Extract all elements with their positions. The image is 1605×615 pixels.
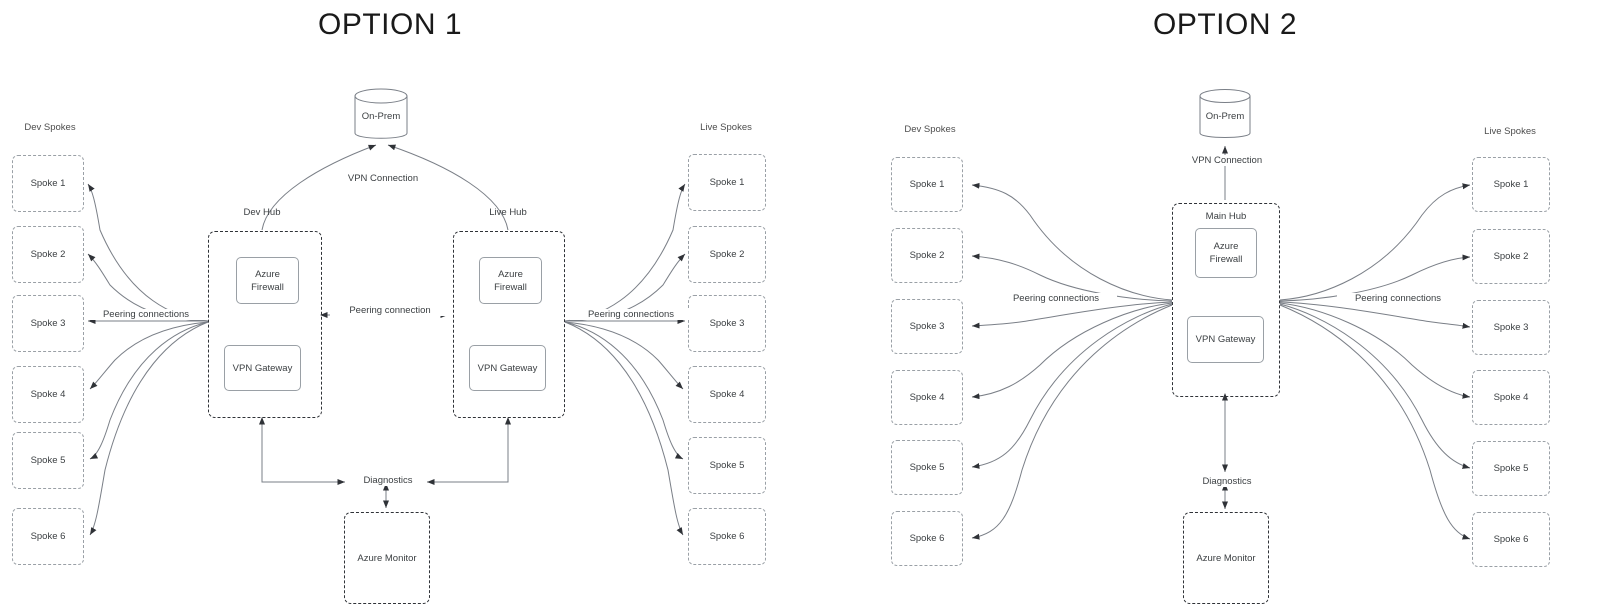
o2-live-spoke-2[interactable]: Spoke 2 <box>1472 229 1550 284</box>
o1-peering-connections-right-label: Peering connections <box>570 309 692 320</box>
o1-live-spoke-2-label: Spoke 2 <box>709 249 745 260</box>
o2-live-spoke-3-label: Spoke 3 <box>1493 322 1529 333</box>
o1-dev-hub[interactable] <box>208 231 322 418</box>
o1-live-hub-vpn-gateway-label: VPN Gateway <box>477 362 538 374</box>
o1-dev-spoke-3[interactable]: Spoke 3 <box>12 295 84 352</box>
option2-live-spokes-header: Live Spokes <box>1484 126 1536 137</box>
option2-dev-spokes-header: Dev Spokes <box>904 124 956 135</box>
o2-main-hub-vpn-gateway-label: VPN Gateway <box>1195 334 1256 345</box>
option1-live-spokes-header: Live Spokes <box>700 122 752 133</box>
o1-dev-spoke-4[interactable]: Spoke 4 <box>12 366 84 423</box>
option2-title: OPTION 2 <box>1152 8 1298 41</box>
o2-peering-connections-right-label: Peering connections <box>1337 293 1459 304</box>
o2-live-spoke-3[interactable]: Spoke 3 <box>1472 300 1550 355</box>
o2-live-spoke-1-label: Spoke 1 <box>1493 179 1529 190</box>
o2-live-spoke-6[interactable]: Spoke 6 <box>1472 512 1550 567</box>
o1-live-spoke-6[interactable]: Spoke 6 <box>688 508 766 565</box>
o1-live-peering-edges <box>564 183 686 536</box>
o1-live-hub-vpn-gateway[interactable]: VPN Gateway <box>469 345 546 391</box>
o2-dev-spoke-1-label: Spoke 1 <box>909 179 945 190</box>
o2-live-spoke-6-label: Spoke 6 <box>1493 534 1529 545</box>
o1-dev-spoke-5[interactable]: Spoke 5 <box>12 432 84 489</box>
o2-live-spoke-1[interactable]: Spoke 1 <box>1472 157 1550 212</box>
o1-dev-spoke-3-label: Spoke 3 <box>30 318 66 329</box>
o1-azure-monitor-label: Azure Monitor <box>357 552 417 564</box>
o1-dev-spoke-1[interactable]: Spoke 1 <box>12 155 84 212</box>
o1-live-hub-firewall-label: Azure Firewall <box>494 268 527 293</box>
o2-vpn-connection-label: VPN Connection <box>1178 155 1276 166</box>
o2-diagnostics-label: Diagnostics <box>1189 476 1265 487</box>
o2-live-spoke-2-label: Spoke 2 <box>1493 251 1529 262</box>
o1-dev-hub-firewall[interactable]: Azure Firewall <box>236 257 299 304</box>
o2-onprem-label: On-Prem <box>1205 111 1245 122</box>
o1-live-spoke-4-label: Spoke 4 <box>709 389 745 400</box>
o1-live-spoke-6-label: Spoke 6 <box>709 531 745 542</box>
o2-dev-spoke-2-label: Spoke 2 <box>909 250 945 261</box>
o2-live-spoke-4[interactable]: Spoke 4 <box>1472 370 1550 425</box>
o1-live-spoke-3-label: Spoke 3 <box>709 318 745 329</box>
o1-dev-spoke-5-label: Spoke 5 <box>30 455 66 466</box>
o2-dev-spoke-5[interactable]: Spoke 5 <box>891 440 963 495</box>
o1-vpn-connection-label: VPN Connection <box>334 173 432 184</box>
o1-dev-spoke-2[interactable]: Spoke 2 <box>12 226 84 283</box>
o1-dev-hub-label: Dev Hub <box>243 207 281 218</box>
o1-dev-hub-firewall-label: Azure Firewall <box>251 268 284 293</box>
o2-main-hub-vpn-gateway[interactable]: VPN Gateway <box>1187 316 1264 363</box>
o1-live-hub[interactable] <box>453 231 565 418</box>
o1-live-spoke-2[interactable]: Spoke 2 <box>688 226 766 283</box>
o1-dev-spoke-4-label: Spoke 4 <box>30 389 66 400</box>
o2-dev-spoke-6[interactable]: Spoke 6 <box>891 511 963 566</box>
o2-azure-monitor-label: Azure Monitor <box>1196 552 1256 564</box>
o1-dev-spoke-6-label: Spoke 6 <box>30 531 66 542</box>
o2-live-spoke-5[interactable]: Spoke 5 <box>1472 441 1550 496</box>
o2-azure-monitor[interactable]: Azure Monitor <box>1183 512 1269 604</box>
o1-live-spoke-5[interactable]: Spoke 5 <box>688 437 766 494</box>
o1-dev-hub-vpn-gateway[interactable]: VPN Gateway <box>224 345 301 391</box>
o2-live-spoke-4-label: Spoke 4 <box>1493 392 1529 403</box>
o1-dev-spoke-1-label: Spoke 1 <box>30 178 66 189</box>
o1-onprem-label: On-Prem <box>361 111 401 122</box>
o1-dev-spoke-2-label: Spoke 2 <box>30 249 66 260</box>
o2-dev-spoke-4[interactable]: Spoke 4 <box>891 370 963 425</box>
o2-dev-spoke-5-label: Spoke 5 <box>909 462 945 473</box>
option1-dev-spokes-header: Dev Spokes <box>24 122 76 133</box>
o1-peering-connections-left-label: Peering connections <box>85 309 207 320</box>
o1-live-spoke-5-label: Spoke 5 <box>709 460 745 471</box>
o2-main-hub-label: Main Hub <box>1205 211 1247 222</box>
o2-live-peering-edges <box>1279 183 1471 540</box>
o1-live-spoke-1[interactable]: Spoke 1 <box>688 154 766 211</box>
o2-dev-spoke-3-label: Spoke 3 <box>909 321 945 332</box>
o2-dev-peering-edges <box>971 182 1173 540</box>
o1-diagnostics-label: Diagnostics <box>350 475 426 486</box>
o2-dev-spoke-2[interactable]: Spoke 2 <box>891 228 963 283</box>
o1-diagnostics-edges <box>259 417 511 508</box>
o2-dev-spoke-6-label: Spoke 6 <box>909 533 945 544</box>
o2-main-hub[interactable] <box>1172 203 1280 397</box>
o2-dev-spoke-4-label: Spoke 4 <box>909 392 945 403</box>
o2-dev-spoke-1[interactable]: Spoke 1 <box>891 157 963 212</box>
o1-dev-spoke-6[interactable]: Spoke 6 <box>12 508 84 565</box>
o2-dev-spoke-3[interactable]: Spoke 3 <box>891 299 963 354</box>
o2-main-hub-firewall-label: Azure Firewall <box>1209 241 1243 265</box>
o1-live-hub-firewall[interactable]: Azure Firewall <box>479 257 542 304</box>
o2-peering-connections-left-label: Peering connections <box>995 293 1117 304</box>
o1-live-spoke-1-label: Spoke 1 <box>709 177 745 188</box>
option1-title: OPTION 1 <box>317 8 463 41</box>
o1-peering-connection-label: Peering connection <box>330 305 450 316</box>
o1-azure-monitor[interactable]: Azure Monitor <box>344 512 430 604</box>
o1-dev-hub-vpn-gateway-label: VPN Gateway <box>232 362 293 374</box>
o2-main-hub-firewall[interactable]: Azure Firewall <box>1195 228 1257 278</box>
o1-live-spoke-3[interactable]: Spoke 3 <box>688 295 766 352</box>
o1-dev-peering-edges <box>87 183 209 536</box>
o1-live-hub-label: Live Hub <box>489 207 527 218</box>
o2-live-spoke-5-label: Spoke 5 <box>1493 463 1529 474</box>
o1-live-spoke-4[interactable]: Spoke 4 <box>688 366 766 423</box>
